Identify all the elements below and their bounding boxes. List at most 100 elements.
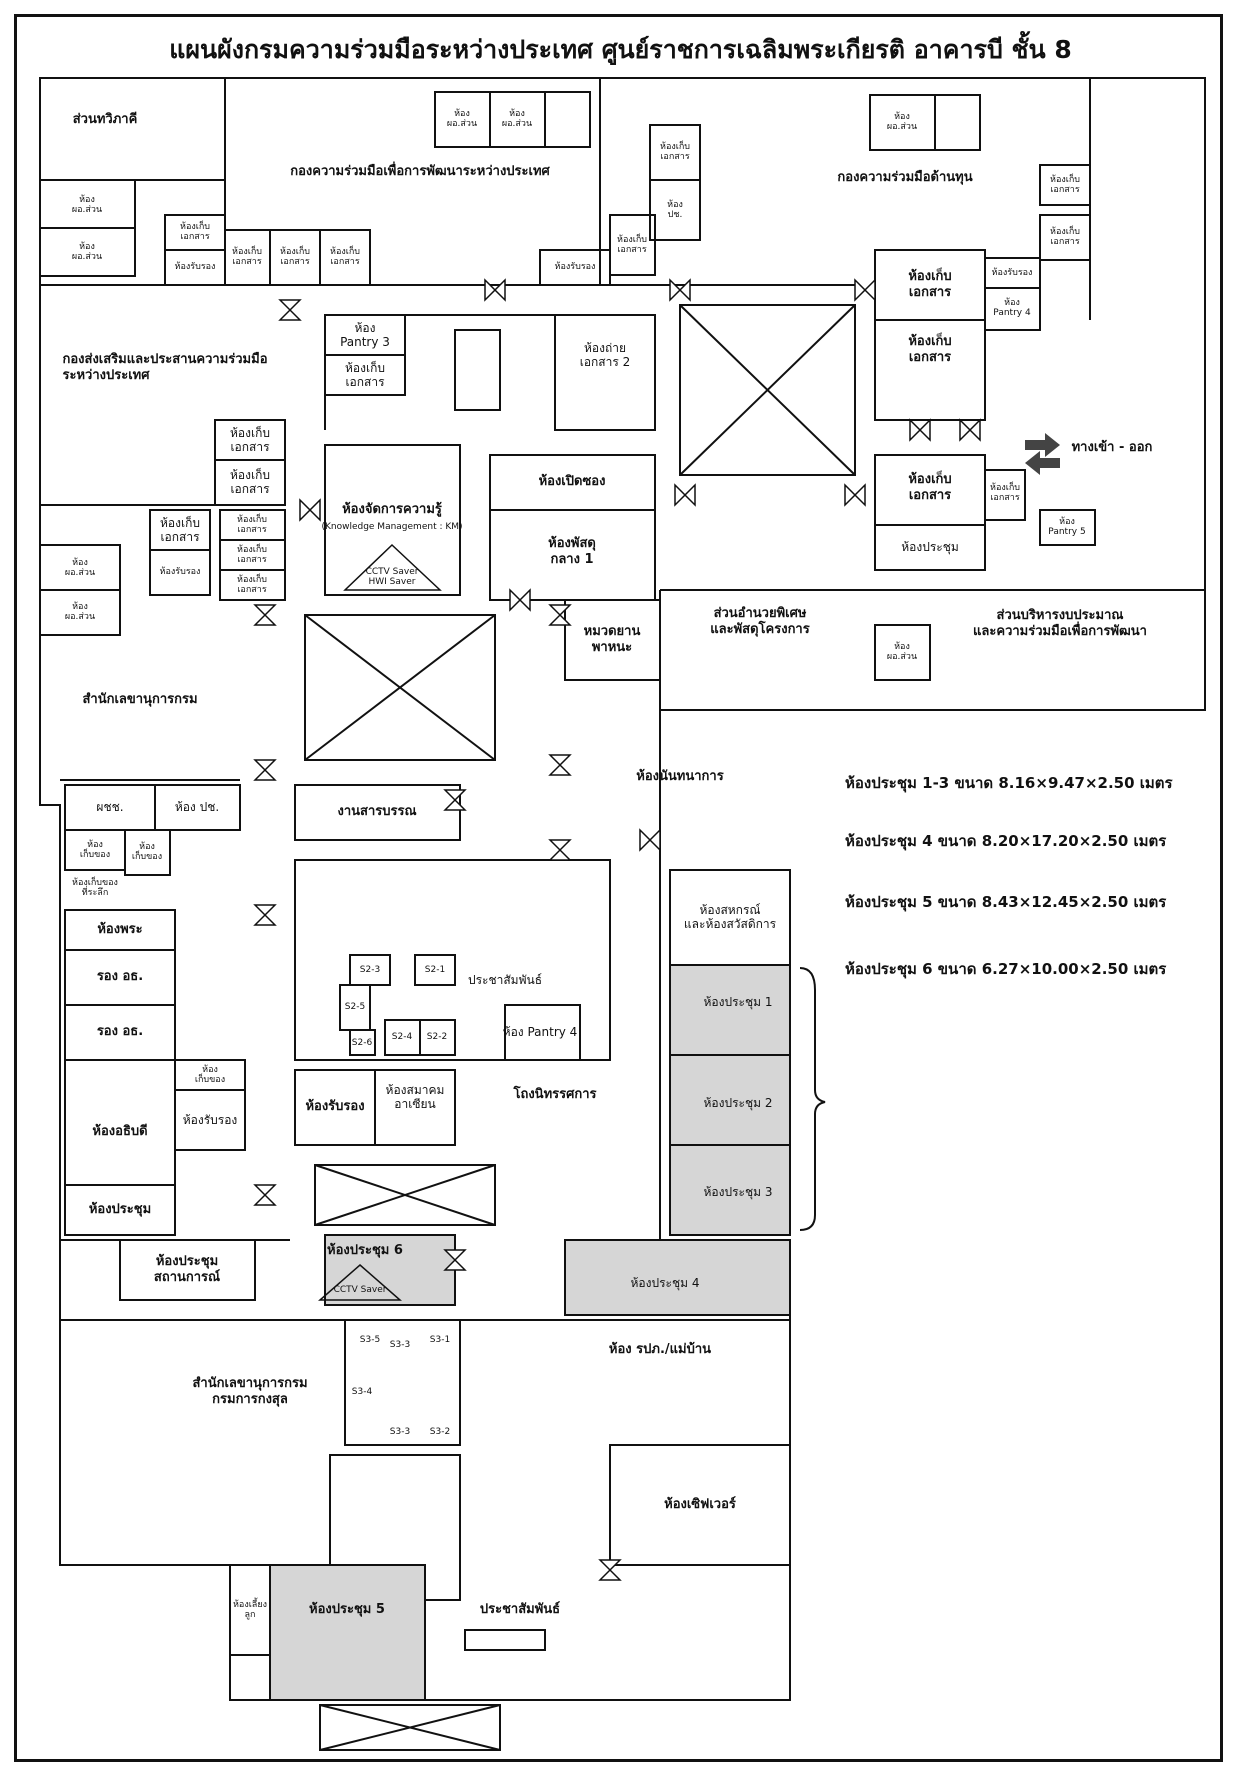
- room-storage-s: [219, 569, 286, 601]
- label-deputy-b: รอง อธ.: [96, 1024, 144, 1039]
- label-storage-a: ห้องเก็บ เอกสาร: [180, 222, 210, 242]
- label-lift-s3-3a: S3-3: [389, 1340, 411, 1350]
- label-dir-g: ห้อง ผอ.ส่วน: [64, 558, 96, 578]
- label-dir-budget: ห้อง ผอ.ส่วน: [886, 642, 918, 662]
- label-bilateral: ส่วนทวิภาคี: [72, 112, 138, 127]
- label-gift-c: ห้อง เก็บของ: [194, 1065, 226, 1085]
- label-lobby: โถงนิทรรศการ: [513, 1087, 597, 1102]
- label-storage-j: ห้องเก็บ เอกสาร: [230, 426, 270, 454]
- lift-bank-bottom: [344, 1319, 461, 1446]
- label-m2: ห้องประชุม 2: [703, 1096, 773, 1110]
- counter-bottom: [464, 1629, 546, 1651]
- room-meeting-2: [669, 1054, 791, 1146]
- label-storage-c: ห้องเก็บ เอกสาร: [280, 247, 310, 267]
- room-dir-budget: [874, 624, 931, 681]
- spec-meeting-5: ห้องประชุม 5 ขนาด 8.43×12.45×2.50 เมตร: [845, 893, 1167, 911]
- room-dir-b: [39, 227, 136, 277]
- room-meeting-1: [669, 964, 791, 1056]
- room-archives: [294, 784, 461, 841]
- label-storage-f: ห้องเก็บ เอกสาร: [617, 235, 647, 255]
- label-secretariat: สำนักเลขานุการกรม: [82, 692, 198, 707]
- label-km: ห้องจัดการความรู้: [342, 502, 442, 517]
- entrance-arrow-left: [1025, 451, 1060, 475]
- label-consular-sec: สำนักเลขานุการกรม กรมการกงสุล: [192, 1376, 308, 1407]
- room-reception-e: [174, 1089, 246, 1151]
- label-situation: ห้องประชุม สถานการณ์: [153, 1254, 221, 1285]
- room-bilateral: [39, 77, 226, 181]
- label-supply1: ห้องพัสดุ กลาง 1: [548, 536, 596, 567]
- label-reception-a: ห้องรับรอง: [174, 262, 216, 272]
- room-asean: [374, 1069, 456, 1146]
- building-outline: [39, 77, 1206, 1701]
- void-lobby: [314, 1164, 496, 1226]
- label-dir-office: ผชช.: [96, 800, 124, 814]
- label-storage-e: ห้องเก็บ เอกสาร: [660, 142, 690, 162]
- label-dir-h: ห้อง ผอ.ส่วน: [64, 602, 96, 622]
- room-director-general: [64, 1059, 176, 1186]
- label-dir-c: ห้อง ผอ.ส่วน: [446, 109, 478, 129]
- core-top: [294, 859, 611, 1061]
- cctv-triangle-m6: [318, 1264, 402, 1301]
- label-storage-o: ห้องเก็บ เอกสาร: [990, 483, 1020, 503]
- room-dir-h: [39, 589, 121, 636]
- label-lift-s3-5: S3-5: [359, 1335, 381, 1345]
- label-director-general: ห้องอธิบดี: [92, 1124, 148, 1139]
- label-pantry5: ห้อง Pantry 5: [1048, 517, 1086, 537]
- label-server: ห้องเซิฟเวอร์: [664, 1497, 736, 1512]
- entrance-arrow-right: [1025, 433, 1060, 457]
- label-storage-i: ห้องเก็บ เอกสาร: [345, 361, 385, 389]
- room-pantry4-top: [984, 287, 1041, 331]
- room-meeting-4: [564, 1239, 791, 1316]
- label-recreation: ห้องนันทนาการ: [636, 769, 724, 784]
- spec-meeting-6: ห้องประชุม 6 ขนาด 6.27×10.00×2.50 เมตร: [845, 960, 1167, 978]
- room-reception-d: [149, 549, 211, 596]
- map-frame: [14, 14, 1223, 1762]
- label-housekeeping: ห้อง รปภ./แม่บ้าน: [608, 1342, 712, 1357]
- label-storage-s: ห้องเก็บ เอกสาร: [237, 575, 267, 595]
- room-meeting-3: [669, 1144, 791, 1236]
- room-dir-e: [649, 179, 701, 241]
- label-dir-d: ห้อง ผอ.ส่วน: [501, 109, 533, 129]
- label-dev-coop-div: กองความร่วมมือเพื่อการพัฒนาระหว่างประเทศ: [290, 164, 550, 179]
- label-reception-f: ห้องรับรอง: [305, 1099, 365, 1114]
- label-pantry3: ห้อง Pantry 3: [340, 321, 390, 349]
- label-reception-b: ห้องรับรอง: [554, 262, 596, 272]
- label-envelope: ห้องเปิดซอง: [538, 474, 606, 489]
- label-m1: ห้องประชุม 1: [703, 995, 773, 1009]
- label-gift-b: ห้อง เก็บของ: [131, 842, 163, 862]
- label-reception-e: ห้องรับรอง: [182, 1113, 238, 1127]
- room-server: [609, 1444, 791, 1566]
- label-buddha: ห้องพระ: [97, 922, 143, 937]
- label-mother: ห้องเลี้ยง ลูก: [233, 1600, 267, 1620]
- toilet-a: [544, 91, 591, 148]
- label-pr-top: ประชาสัมพันธ์: [467, 973, 543, 987]
- label-fund-coop-div: กองความร่วมมือด้านทุน: [837, 170, 973, 185]
- label-deputy-a: รอง อธ.: [96, 969, 144, 984]
- label-director-pc: ห้อง ปช.: [667, 200, 683, 220]
- void-bottom: [319, 1704, 501, 1751]
- label-lift-s3-3b: S3-3: [389, 1427, 411, 1437]
- label-reception-c: ห้องรับรอง: [991, 268, 1033, 278]
- label-storage-b: ห้องเก็บ เอกสาร: [232, 247, 262, 267]
- lift-s2-6: [349, 1029, 376, 1056]
- room-storage-k: [214, 459, 286, 506]
- label-m6: ห้องประชุม 6: [327, 1243, 403, 1258]
- label-meeting-top: ห้องประชุม: [901, 540, 959, 554]
- label-vehicle: หมวดยาน พาหนะ: [583, 624, 641, 655]
- label-m4: ห้องประชุม 4: [630, 1276, 700, 1290]
- stair-a: [454, 329, 501, 411]
- label-special-unit: ส่วนอำนวยพิเศษ และพัสดุโครงการ: [710, 606, 810, 637]
- room-storage-f: [609, 214, 656, 276]
- lift-s2-2: [419, 1019, 456, 1056]
- label-dir-f: ห้อง ผอ.ส่วน: [886, 112, 918, 132]
- label-lift-s3-4: S3-4: [351, 1387, 373, 1397]
- void-top: [679, 304, 856, 476]
- label-storage-g: ห้องเก็บ เอกสาร: [1050, 175, 1080, 195]
- label-lift-s2-5: S2-5: [344, 1002, 366, 1012]
- room-meeting-dg: [64, 1184, 176, 1236]
- label-cctv-a: CCTV Saver HWI Saver: [365, 567, 419, 587]
- label-dir-a: ห้อง ผอ.ส่วน: [71, 195, 103, 215]
- cctv-triangle-km: [343, 543, 442, 591]
- label-photocopy2: ห้องถ่าย เอกสาร 2: [579, 341, 631, 369]
